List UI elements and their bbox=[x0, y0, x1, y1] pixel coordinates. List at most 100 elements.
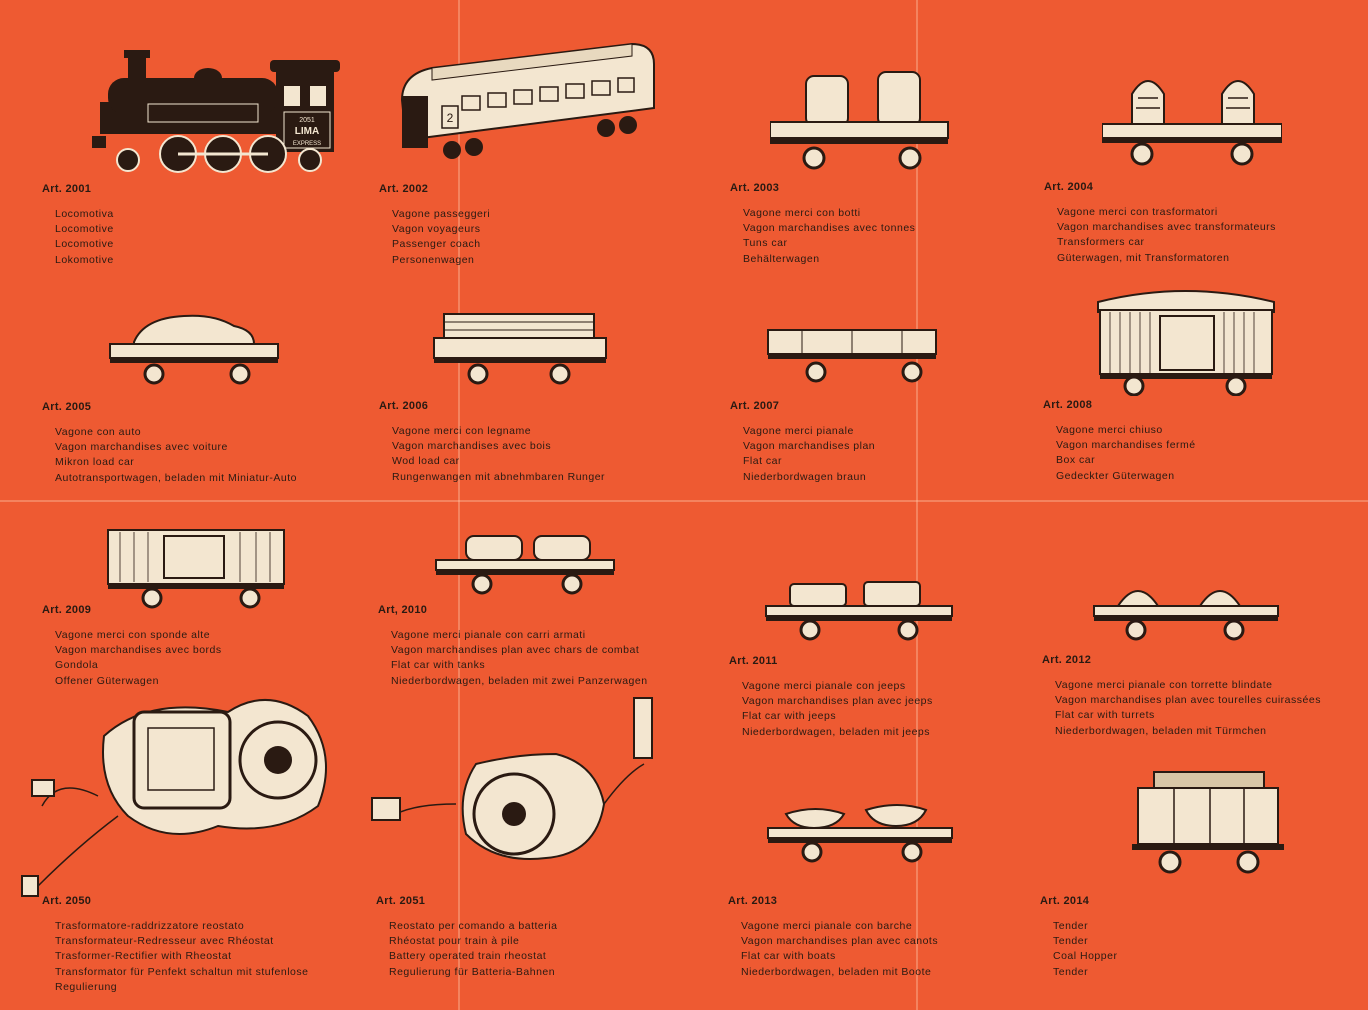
article-number: Art. 2011 bbox=[729, 655, 778, 667]
tuns-car-illustration bbox=[770, 66, 950, 176]
tanks-flat-car-illustration bbox=[426, 522, 622, 602]
desc-italian: Reostato per comando a batteria bbox=[389, 920, 558, 932]
catalog-entry-2050: Art. 2050 Trasformatore-raddrizzatore re… bbox=[42, 895, 308, 995]
desc-english: Trasformer-Rectifier with Rheostat bbox=[55, 950, 232, 963]
catalog-entry-2005: Art. 2005 Vagone con auto Vagon marchand… bbox=[42, 401, 297, 486]
flat-car-illustration bbox=[762, 320, 942, 390]
locomotive-illustration: 2051 LIMA EXPRESS bbox=[88, 42, 344, 182]
catalog-entry-2006: Art. 2006 Vagone merci con legname Vagon… bbox=[379, 400, 605, 485]
desc-german: Niederbordwagen, beladen mit jeeps bbox=[742, 725, 931, 738]
desc-german: Niederbordwagen braun bbox=[743, 470, 867, 483]
desc-german: Regulierung für Batteria-Bahnen bbox=[389, 965, 556, 978]
desc-french: Locomotive bbox=[55, 223, 114, 236]
desc-german: Rungenwangen mit abnehmbaren Runger bbox=[392, 470, 606, 483]
desc-italian: Vagone merci pianale con jeeps bbox=[742, 680, 906, 692]
desc-italian: Vagone merci pianale con torrette blinda… bbox=[1055, 679, 1273, 691]
desc-french: Tender bbox=[1053, 935, 1089, 948]
desc-french: Vagon marchandises plan avec chars de co… bbox=[391, 644, 640, 657]
desc-italian: Vagone merci chiuso bbox=[1056, 424, 1163, 436]
desc-french: Vagon marchandises avec tonnes bbox=[743, 222, 916, 235]
desc-english: Flat car with jeeps bbox=[742, 710, 837, 723]
desc-french: Vagon marchandises avec transformateurs bbox=[1057, 221, 1276, 234]
desc-english: Locomotive bbox=[55, 238, 114, 251]
catalog-entry-2012: Art. 2012 Vagone merci pianale con torre… bbox=[1042, 654, 1321, 739]
article-number: Art. 2004 bbox=[1044, 181, 1094, 193]
article-number: Art. 2005 bbox=[42, 401, 92, 413]
catalog-entry-2011: Art. 2011 Vagone merci pianale con jeeps… bbox=[729, 655, 933, 740]
desc-english: Gondola bbox=[55, 659, 99, 672]
desc-italian: Vagone merci con legname bbox=[392, 425, 532, 437]
desc-english: Tuns car bbox=[743, 237, 788, 250]
catalog-entry-2008: Art. 2008 Vagone merci chiuso Vagon marc… bbox=[1043, 399, 1196, 484]
article-number: Art. 2051 bbox=[376, 895, 426, 907]
catalog-entry-2001: Art. 2001 Locomotiva Locomotive Locomoti… bbox=[42, 183, 114, 268]
desc-french: Vagon marchandises plan avec canots bbox=[741, 935, 939, 948]
tender-illustration bbox=[1124, 768, 1294, 878]
article-number: Art, 2010 bbox=[378, 604, 428, 616]
desc-german: Niederbordwagen, beladen mit zwei Panzer… bbox=[391, 674, 648, 687]
desc-german: Gedeckter Güterwagen bbox=[1056, 469, 1175, 482]
desc-english: Battery operated train rheostat bbox=[389, 950, 547, 963]
desc-italian: Vagone con auto bbox=[55, 426, 142, 438]
desc-italian: Vagone passeggeri bbox=[392, 208, 491, 220]
catalog-entry-2009: Art. 2009 Vagone merci con sponde alte V… bbox=[42, 604, 222, 689]
catalog-entry-2010: Art, 2010 Vagone merci pianale con carri… bbox=[378, 604, 648, 689]
desc-english: Wod load car bbox=[392, 455, 460, 468]
desc-german: Tender bbox=[1053, 965, 1089, 978]
desc-german-cont: Regulierung bbox=[55, 980, 118, 993]
article-number: Art. 2008 bbox=[1043, 399, 1093, 411]
desc-german: Behälterwagen bbox=[743, 252, 820, 265]
article-number: Art. 2050 bbox=[42, 895, 92, 907]
turrets-flat-car-illustration bbox=[1088, 574, 1284, 646]
car-load-illustration bbox=[104, 300, 284, 390]
desc-french: Vagon marchandises avec voiture bbox=[55, 441, 228, 454]
catalog-entry-2014: Art. 2014 Tender Tender Coal Hopper Tend… bbox=[1040, 895, 1117, 980]
article-number: Art. 2014 bbox=[1040, 895, 1090, 907]
desc-french: Vagon voyageurs bbox=[392, 223, 481, 236]
desc-italian: Locomotiva bbox=[55, 208, 114, 220]
article-number: Art. 2009 bbox=[42, 604, 92, 616]
fold-line bbox=[0, 500, 1368, 502]
catalog-entry-2002: Art. 2002 Vagone passeggeri Vagon voyage… bbox=[379, 183, 490, 268]
desc-german: Lokomotive bbox=[55, 253, 114, 266]
desc-english: Flat car bbox=[743, 455, 783, 468]
desc-english: Coal Hopper bbox=[1053, 950, 1118, 963]
desc-french: Vagon marchandises fermé bbox=[1056, 439, 1196, 452]
passenger-coach-illustration: 2 bbox=[392, 40, 672, 166]
article-number: Art. 2007 bbox=[730, 400, 780, 412]
desc-english: Flat car with turrets bbox=[1055, 709, 1155, 722]
desc-german: Niederbordwagen, beladen mit Türmchen bbox=[1055, 724, 1267, 737]
battery-rheostat-illustration bbox=[356, 694, 692, 894]
jeeps-flat-car-illustration bbox=[760, 574, 956, 646]
desc-french: Vagon marchandises plan avec jeeps bbox=[742, 695, 933, 708]
desc-english: Flat car with boats bbox=[741, 950, 836, 963]
desc-german: Transformator für Penfekt schaltun mit s… bbox=[55, 965, 309, 978]
desc-german: Personenwagen bbox=[392, 253, 475, 266]
catalog-entry-2013: Art. 2013 Vagone merci pianale con barch… bbox=[728, 895, 938, 980]
desc-german: Autotransportwagen, beladen mit Miniatur… bbox=[55, 471, 297, 484]
catalog-entry-2007: Art. 2007 Vagone merci pianale Vagon mar… bbox=[730, 400, 875, 485]
desc-italian: Vagone merci con sponde alte bbox=[55, 629, 211, 641]
desc-english: Mikron load car bbox=[55, 456, 135, 469]
desc-english: Passenger coach bbox=[392, 238, 481, 251]
loco-sub: EXPRESS bbox=[293, 141, 321, 147]
wood-load-car-illustration bbox=[430, 310, 610, 390]
catalog-entry-2004: Art. 2004 Vagone merci con trasformatori… bbox=[1044, 181, 1276, 266]
boats-flat-car-illustration bbox=[762, 798, 958, 868]
fold-line bbox=[458, 0, 460, 1010]
desc-italian: Vagone merci con trasformatori bbox=[1057, 206, 1218, 218]
desc-italian: Vagone merci pianale con carri armati bbox=[391, 629, 586, 641]
desc-french: Vagon marchandises plan avec tourelles c… bbox=[1055, 694, 1321, 707]
desc-german: Niederbordwagen, beladen mit Boote bbox=[741, 965, 932, 978]
catalog-entry-2003: Art. 2003 Vagone merci con botti Vagon m… bbox=[730, 182, 915, 267]
desc-french: Vagon marchandises avec bois bbox=[392, 440, 552, 453]
desc-italian: Vagone merci con botti bbox=[743, 207, 861, 219]
article-number: Art. 2012 bbox=[1042, 654, 1092, 666]
desc-english: Flat car with tanks bbox=[391, 659, 486, 672]
article-number: Art. 2001 bbox=[42, 183, 92, 195]
loco-number: 2051 bbox=[299, 117, 315, 124]
desc-italian: Trasformatore-raddrizzatore reostato bbox=[55, 920, 245, 932]
article-number: Art. 2003 bbox=[730, 182, 780, 194]
desc-italian: Tender bbox=[1053, 920, 1089, 932]
coach-class: 2 bbox=[447, 111, 454, 125]
